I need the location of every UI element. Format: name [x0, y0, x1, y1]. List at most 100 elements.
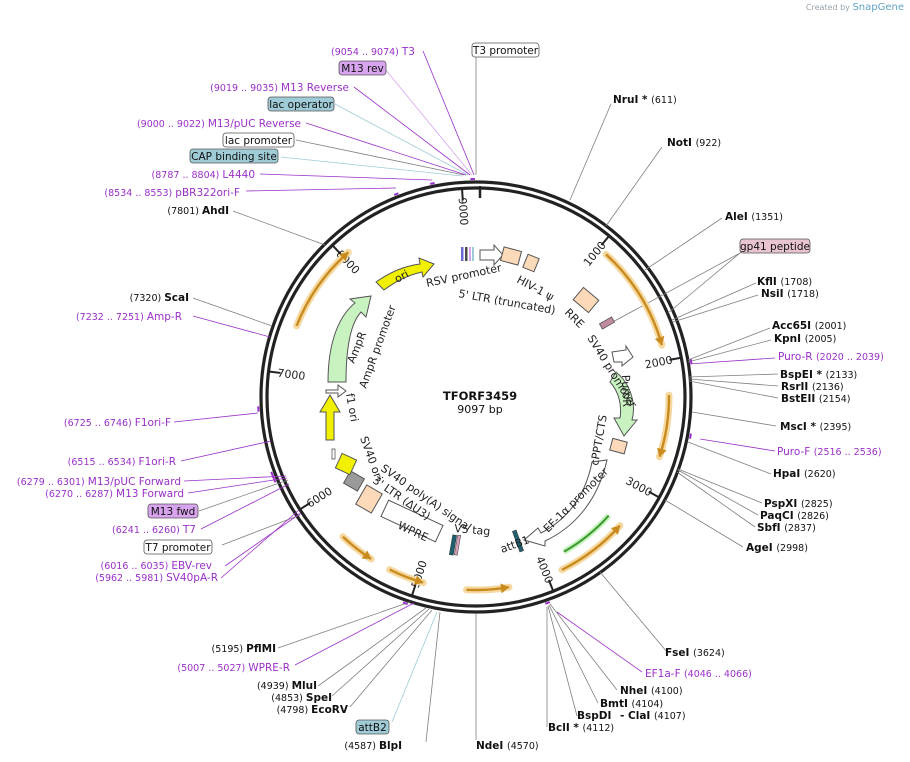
primer-f1orir: (6515 .. 6534) F1ori-R — [68, 456, 176, 468]
enzyme-bcli: BclI * (4112) — [548, 722, 614, 734]
label-attb1: attB1 — [499, 533, 532, 555]
primer-t7: (6241 .. 6260) T7 — [112, 524, 196, 536]
leader-lines — [173, 50, 779, 743]
enzyme-bspdi: BspDI — [577, 710, 611, 722]
primer-f1orif: (6725 .. 6746) F1ori-F — [64, 417, 171, 429]
credit-text: Created by — [805, 3, 850, 12]
box-lac-operator: lac operator — [267, 96, 335, 112]
orf-head-2 — [610, 525, 620, 535]
tick-5000 — [411, 584, 417, 596]
enzyme-alei: AleI (1351) — [725, 211, 783, 223]
primer-sv40par: (5962 .. 5981) SV40pA-R — [95, 572, 218, 584]
snapgene-credit: Created by SnapGene — [806, 2, 904, 13]
enzyme-paqci: PaqCI (2826) — [760, 510, 829, 522]
enzyme-hpai: HpaI (2620) — [773, 468, 836, 480]
primer-m13pucforward: (6279 .. 6301) M13/pUC Forward — [17, 476, 181, 488]
primer-mark-7 — [402, 601, 408, 605]
t7-glyph — [331, 448, 336, 460]
psi-glyph — [522, 253, 540, 273]
enzyme-labels: NruI * (611)NotI (922)AleI (1351)KflI (1… — [130, 94, 858, 752]
enzyme-bsteii: BstEII (2154) — [781, 393, 851, 405]
enzyme-ndei: NdeI (4570) — [476, 740, 539, 752]
enzyme-pspxi: PspXI (2825) — [764, 498, 833, 510]
label-rre: RRE — [562, 306, 587, 331]
orf-head-1 — [657, 447, 667, 457]
svg-text:T3 promoter: T3 promoter — [472, 45, 539, 57]
primer-ef1af: EF1a-F (4046 .. 4066) — [645, 668, 752, 680]
enzyme-bmti: BmtI (4104) — [600, 698, 663, 710]
primer-wprer: (5007 .. 5027) WPRE-R — [177, 662, 290, 674]
plasmid-length: 9097 bp — [457, 403, 502, 416]
orf-arc-0 — [605, 253, 664, 346]
wpre-glyph — [380, 499, 444, 543]
primer-l4440: (8787 .. 8804) L4440 — [152, 169, 255, 181]
tick-marks — [269, 186, 681, 596]
rsv-promoter-glyph — [479, 243, 504, 267]
enzyme-clai: - ClaI (4107) — [620, 710, 686, 722]
tick-label-9000: 9000 — [456, 197, 471, 226]
primer-m13pucreverse: (9000 .. 9022) M13/pUC Reverse — [137, 118, 301, 130]
label-sv40-ori: SV40 ori — [357, 435, 385, 483]
box-t3-promoter: T3 promoter — [471, 42, 540, 58]
orf-head-3 — [500, 583, 509, 594]
enzyme-sbfi: SbfI (2837) — [757, 522, 816, 534]
enzyme-fsei: FseI (3624) — [665, 647, 725, 659]
box-gp41-peptide: gp41 peptide — [739, 238, 811, 254]
enzyme-nhei: NheI (4100) — [620, 685, 683, 697]
primer-mark-3 — [689, 359, 693, 365]
enzyme-rsrii: RsrII (2136) — [781, 381, 844, 393]
tick-label-7000: 7000 — [277, 367, 306, 383]
primer-mark-1 — [429, 181, 435, 185]
orf-head-5 — [361, 550, 372, 560]
ltr5-glyph — [499, 246, 523, 266]
ef1a-promoter-glyph — [522, 459, 608, 547]
primer-t3: (9054 .. 9074) T3 — [331, 46, 415, 58]
tick-label-2000: 2000 — [644, 353, 674, 371]
v5-glyph — [453, 534, 461, 556]
tick-label-4000: 4000 — [533, 555, 555, 586]
primer-labels: (9054 .. 9074) T3 (9019 .. 9035) M13 Reve… — [17, 46, 884, 680]
primer-purof: Puro-F (2516 .. 2536) — [777, 446, 882, 458]
svg-text:T7 promoter: T7 promoter — [144, 542, 211, 554]
orf-head-0 — [654, 335, 665, 346]
puror-glyph — [609, 371, 639, 437]
enzyme-acc65i: Acc65I (2001) — [772, 320, 846, 332]
gp41-glyph — [598, 316, 616, 330]
sv40pa-glyph — [342, 470, 366, 492]
box-t7-promoter: T7 promoter — [143, 539, 213, 555]
tick-9000 — [461, 189, 464, 201]
enzyme-nsii: NsiI (1718) — [761, 288, 819, 300]
primer-mark-4 — [688, 433, 692, 439]
enzyme-nrui: NruI * (611) — [613, 94, 677, 106]
ori-glyph — [375, 257, 435, 291]
sv40ori-glyph — [334, 452, 358, 476]
enzyme-kpni: KpnI (2005) — [774, 333, 836, 345]
tick-4000 — [547, 579, 554, 591]
plasmid-name: TFORF3459 — [443, 389, 517, 403]
box-m13-rev: M13 rev — [338, 60, 387, 76]
lac-glyph-c — [469, 247, 471, 261]
primer-mark-2 — [393, 192, 399, 196]
cppt-glyph — [609, 437, 628, 455]
label-cppt: cPPT/CTS — [588, 414, 610, 467]
snapgene-logo: SnapGene — [852, 2, 904, 13]
primer-m13reverse: (9019 .. 9035) M13 Reverse — [210, 82, 349, 94]
primer-mark-5 — [270, 471, 277, 483]
enzyme-ahdi: (7801) AhdI — [167, 205, 229, 217]
orf-head-4 — [413, 575, 424, 586]
enzyme-agei: AgeI (2998) — [746, 542, 808, 554]
attb1-glyph — [512, 529, 524, 553]
tick-1000 — [600, 236, 610, 246]
enzyme-noti: NotI (922) — [667, 137, 721, 149]
primer-m13forward: (6270 .. 6287) M13 Forward — [45, 488, 184, 500]
orf-arrows — [257, 178, 693, 605]
tick-label-6000: 6000 — [304, 485, 335, 511]
tick-8000 — [332, 245, 342, 255]
svg-text:lac operator: lac operator — [269, 99, 333, 111]
primer-pbr322orif: (8534 .. 8553) pBR322ori-F — [104, 187, 240, 199]
primer-puror: Puro-R (2020 .. 2039) — [778, 351, 884, 363]
ef1a-arc — [563, 514, 610, 553]
svg-text:M13 rev: M13 rev — [341, 63, 384, 75]
svg-text:attB2: attB2 — [358, 722, 387, 734]
